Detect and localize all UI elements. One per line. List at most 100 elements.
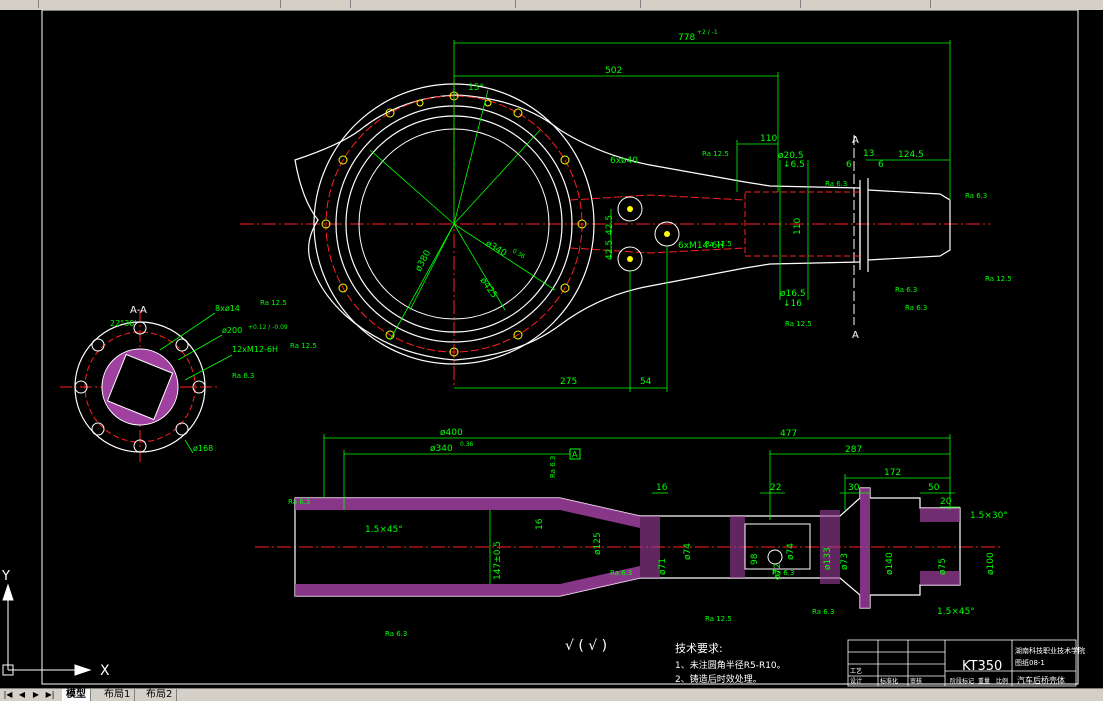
cut-mark-top: A [852,135,859,146]
dim-overall-tol: +2 / -1 [697,29,718,36]
dim-overall: 778 [678,33,695,43]
phi-200-tol: +0.12 / -0.09 [248,324,288,331]
phi-400: ø400 [440,428,463,438]
part-code: KT350 [962,659,1002,674]
bolt-hole [385,108,395,118]
dim-98: 98 [750,553,760,565]
prev-tab-icon[interactable]: ◀ [18,690,26,699]
dim-22: 22 [770,483,781,493]
dim-54: 54 [640,377,652,387]
toolbar-segment[interactable] [810,0,931,8]
tech-requirements: √ ( √ ) 技术要求: 1、未注圆角半径R5-R10。 2、铸造后时效处理。 [565,638,786,685]
bolt-hole [416,99,424,107]
phi-140: ø140 [885,552,895,575]
first-tab-icon[interactable]: |◀ [3,690,13,699]
title-block [847,639,1077,687]
tab-layout-2[interactable]: 布局2 [142,689,178,701]
toolbar-segment[interactable] [290,0,351,8]
ra-label: Ra 6.3 [772,569,794,577]
datum-a: A [572,450,578,459]
hatch-rib [730,516,745,578]
phi-74b: ø74 [786,543,796,560]
phi-340: ø340 [484,239,509,259]
dim-20: 20 [940,497,952,507]
ra-label: Ra 12.5 [702,150,729,158]
row-label: 标准化 [880,677,898,685]
section-leaders [159,312,233,454]
tab-layout-1[interactable]: 布局1 [100,689,136,701]
datum-box [569,448,581,460]
dim-110v: 110 [793,218,803,235]
ra-label: Ra 12.5 [290,342,317,350]
toolbar-segment[interactable] [520,0,641,8]
toolbar-segment[interactable] [355,0,516,8]
ra-label: Ra 6.3 [288,498,310,506]
last-tab-icon[interactable]: ▶| [45,690,55,699]
cross-hole [767,549,783,565]
chamfer-left: 1.5×45° [365,525,403,535]
ucs-x-label: X [100,663,110,679]
holes-8x14: 8xø14 [215,304,240,313]
hole-center [664,231,670,237]
phi-75: ø75 [938,558,948,575]
toolbar-segment[interactable] [0,0,39,8]
angle-15: 15° [468,83,484,93]
bolt-hole [513,330,523,340]
bolt-hole [385,330,395,340]
ra-label: Ra 6.3 [385,630,407,638]
phi-125: ø125 [593,532,603,555]
ra-label: Ra 6.3 [549,456,557,478]
bolt-circle [325,95,583,353]
tech-title: 技术要求: [675,642,723,655]
ucs-icon [2,583,92,676]
dim-50: 50 [928,483,940,493]
front-dimension-lines [323,434,960,584]
dim-42-5a: 42.5 [605,215,615,235]
bolt-hole [560,283,570,293]
tech-item-2: 2、铸造后时效处理。 [675,673,762,685]
ra-label: Ra 6.3 [965,192,987,200]
dim-30: 30 [848,483,860,493]
dim-275: 275 [560,377,577,387]
next-tab-icon[interactable]: ▶ [32,690,40,699]
drawing-canvas[interactable]: 778 +2 / -1 502 15° 110 13 6 6 124.5 ø20… [0,9,1103,688]
thread-6xm14: 6xM14-6H [678,241,724,251]
bolt-pcd [84,331,196,443]
inner-cavity [744,523,811,570]
dimension-lines [453,40,951,392]
bolt-hole [449,347,459,357]
roughness-symbols-front: Ra 6.3 Ra 6.3 Ra 6.3 Ra 6.3 Ra 12.5 Ra 6… [288,456,834,638]
arm-hidden-lines [569,194,746,254]
school-name: 湖南科技职业技术学院 [1015,646,1085,655]
phi-20-5: ø20.5 [778,151,804,161]
roughness-note: √ ( √ ) [565,638,607,654]
row-label: 工艺 [850,667,862,675]
title-block-texts: KT350 湖南科技职业技术学院 图纸08-1 汽车后桥壳体 设计 标准化 审核… [850,646,1085,685]
bolt-hole [484,99,492,107]
cut-marks: A A [852,135,859,341]
phi-74: ø74 [683,543,693,560]
hatch-spindle [920,508,960,522]
toolbar-segment[interactable] [40,0,281,8]
dim-147: 147±0.5 [493,541,503,580]
thread-12xm12: 12xM12-6H [232,345,278,354]
row-label: 重量 [978,677,990,685]
dim-502: 502 [605,66,622,76]
toolbar-segment[interactable] [650,0,801,8]
dim-13: 13 [863,149,874,159]
depth-6-5: ↓6.5 [783,160,805,170]
hatch-rib [820,510,840,584]
section-holes [74,321,206,453]
phi-425: ø425 [478,276,499,300]
phi-73: ø73 [840,553,850,570]
tab-model[interactable]: 模型 [62,689,91,701]
dim-124-5: 124.5 [898,150,924,160]
layout-tabs-bar: |◀ ◀ ▶ ▶| 模型 布局1 布局2 [0,688,1103,701]
dim-6b: 6 [878,160,884,170]
dim-477: 477 [780,429,797,439]
hole-center [627,256,633,262]
bolt-hole [321,219,331,229]
holes-6x40: 6xø40 [610,156,638,166]
phi-72: ø72 [773,563,783,580]
bolt-hole [513,108,523,118]
